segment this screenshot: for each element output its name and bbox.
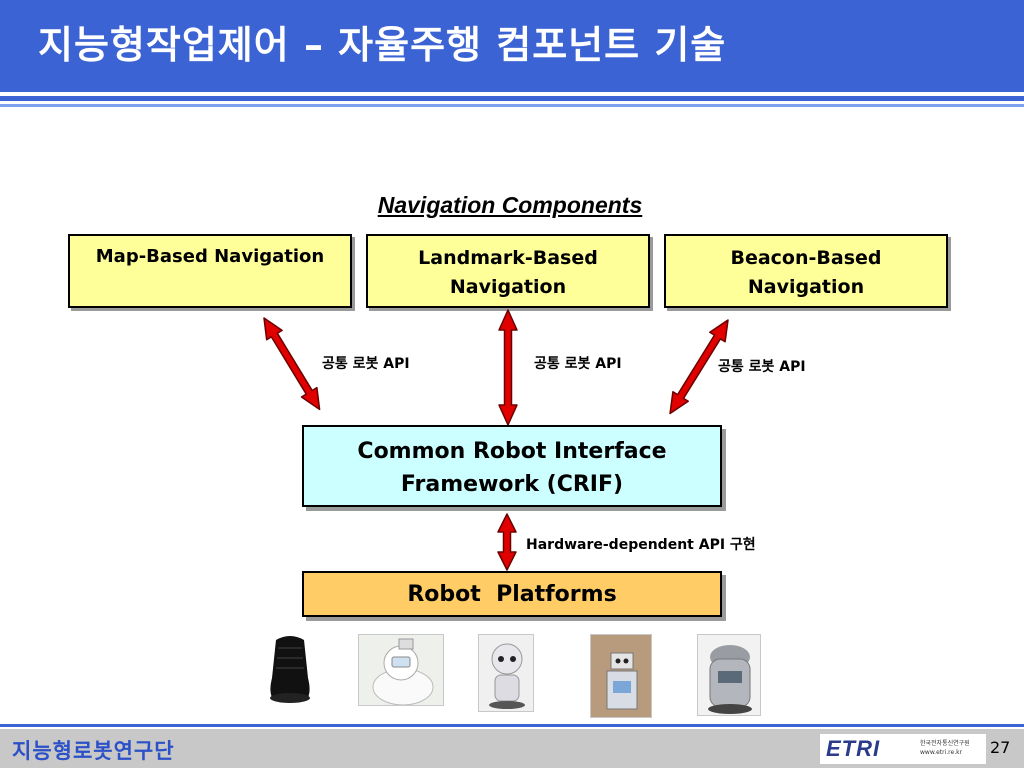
double-arrow-middle xyxy=(498,309,518,426)
landmark-based-navigation-box: Landmark-Based Navigation xyxy=(366,234,650,308)
robot-platforms-label: Robot Platforms xyxy=(407,582,617,607)
page-number: 27 xyxy=(990,738,1011,757)
robot-image-small-humanoid xyxy=(478,634,534,712)
double-arrow-left xyxy=(263,317,321,411)
landmark-label-line1: Landmark-Based xyxy=(418,247,598,269)
title-bar: 지능형작업제어 – 자율주행 컴포넌트 기술 xyxy=(0,0,1024,92)
title-divider-thin xyxy=(0,104,1024,107)
crif-box: Common Robot Interface Framework (CRIF) xyxy=(302,425,722,507)
double-arrow-lower xyxy=(497,513,517,571)
double-arrow-right xyxy=(669,319,729,415)
robot-image-black xyxy=(262,634,318,704)
footer-org-name: 지능형로봇연구단 xyxy=(12,739,175,763)
beacon-label-line2: Navigation xyxy=(747,276,865,298)
common-robot-api-label-middle: 공통 로봇 API xyxy=(534,356,622,372)
robot-image-white-round xyxy=(358,634,444,706)
common-robot-api-label-left: 공통 로봇 API xyxy=(322,356,410,372)
common-robot-api-label-right: 공통 로봇 API xyxy=(718,359,806,375)
etri-logo-text: ETRI xyxy=(826,736,881,761)
map-based-navigation-label: Map-Based Navigation xyxy=(95,246,325,267)
footer-divider xyxy=(0,724,1024,727)
beacon-label-line1: Beacon-Based xyxy=(730,247,882,269)
robot-image-boxy xyxy=(590,634,652,718)
slide-title: 지능형작업제어 – 자율주행 컴포넌트 기술 xyxy=(38,23,727,67)
crif-label-line1: Common Robot Interface xyxy=(357,439,667,464)
map-based-navigation-box: Map-Based Navigation xyxy=(68,234,352,308)
etri-logo-subtext: 한국전자통신연구원 www.etri.re.kr xyxy=(920,740,970,756)
robot-platforms-box: Robot Platforms xyxy=(302,571,722,617)
section-heading: Navigation Components xyxy=(377,192,643,218)
hardware-api-label: Hardware-dependent API 구현 xyxy=(526,537,756,553)
robot-image-service xyxy=(697,634,761,716)
etri-logo: ETRI 한국전자통신연구원 www.etri.re.kr xyxy=(820,734,986,764)
beacon-based-navigation-box: Beacon-Based Navigation xyxy=(664,234,948,308)
crif-label-line2: Framework (CRIF) xyxy=(400,472,624,497)
title-divider-thick xyxy=(0,96,1024,101)
landmark-label-line2: Navigation xyxy=(449,276,567,298)
